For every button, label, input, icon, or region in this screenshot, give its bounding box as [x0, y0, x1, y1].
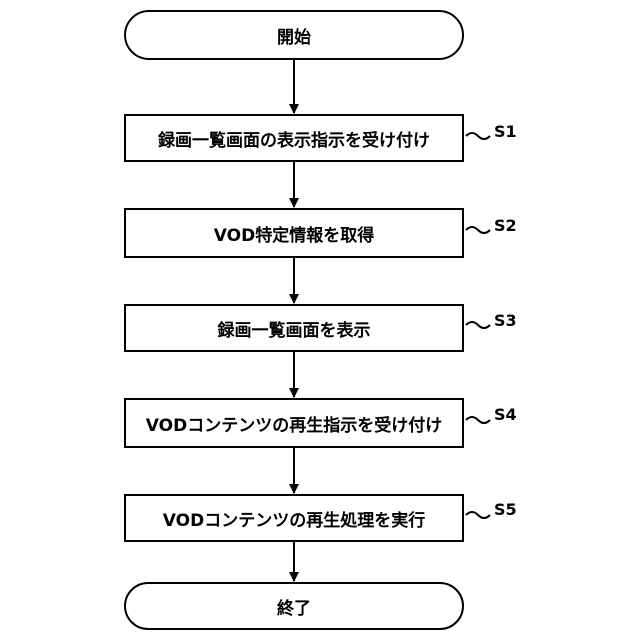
step-s2-leader	[466, 227, 490, 233]
step-s2-text: VOD特定情報を取得	[214, 221, 374, 246]
step-s3-leader	[466, 322, 490, 328]
step-s1-box: 録画一覧画面の表示指示を受け付け	[124, 114, 464, 162]
end-label: 終了	[277, 594, 311, 619]
step-s5-text: VODコンテンツの再生処理を実行	[163, 506, 425, 531]
step-s1-text: 録画一覧画面の表示指示を受け付け	[158, 126, 430, 151]
step-s2-box: VOD特定情報を取得	[124, 208, 464, 258]
end-terminal: 終了	[124, 582, 464, 630]
start-label: 開始	[277, 23, 311, 48]
step-s3-text: 録画一覧画面を表示	[218, 316, 371, 341]
step-s5-id: S5	[494, 500, 517, 519]
step-s4-leader	[466, 417, 490, 423]
step-s2-id: S2	[494, 216, 517, 235]
step-s5-leader	[466, 512, 490, 518]
step-s4-box: VODコンテンツの再生指示を受け付け	[124, 398, 464, 448]
step-s1-leader	[466, 133, 490, 139]
step-s4-text: VODコンテンツの再生指示を受け付け	[146, 411, 442, 436]
step-s1-id: S1	[494, 122, 517, 141]
step-s3-id: S3	[494, 311, 517, 330]
step-s3-box: 録画一覧画面を表示	[124, 304, 464, 352]
step-s4-id: S4	[494, 405, 517, 424]
start-terminal: 開始	[124, 10, 464, 60]
step-s5-box: VODコンテンツの再生処理を実行	[124, 494, 464, 542]
